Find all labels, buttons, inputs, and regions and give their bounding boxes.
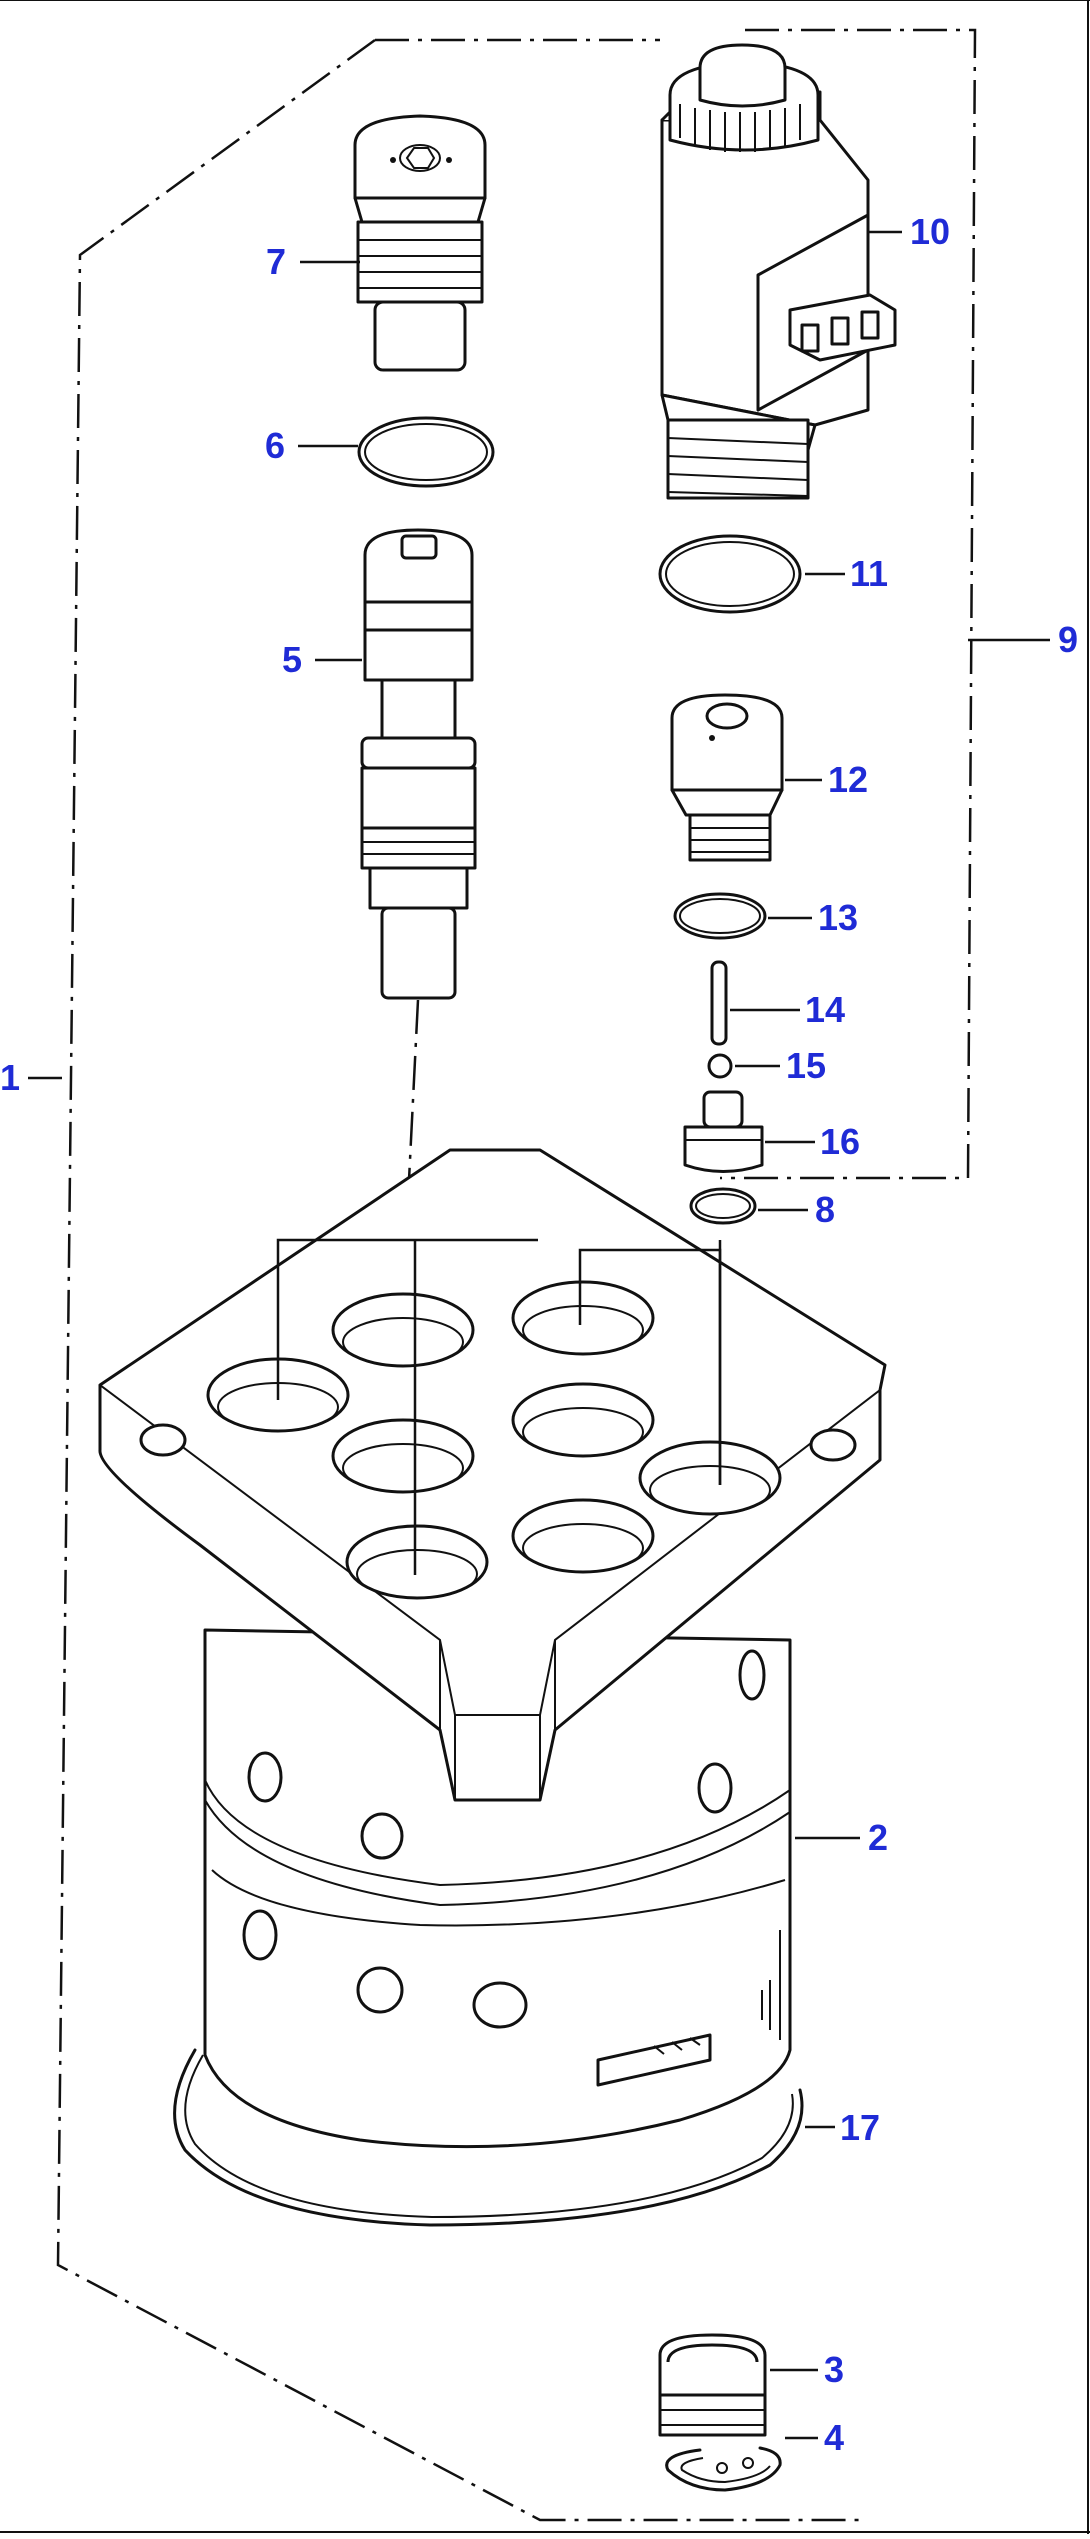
part-15-ball <box>707 1053 733 1079</box>
callout-13: 13 <box>818 897 858 938</box>
callout-7: 7 <box>266 241 286 282</box>
part-11-o-ring <box>658 534 802 614</box>
callout-5: 5 <box>282 639 302 680</box>
part-17-o-ring <box>173 2048 804 2227</box>
part-10-solenoid <box>660 43 897 500</box>
callout-12: 12 <box>828 759 868 800</box>
callout-14: 14 <box>805 989 845 1030</box>
part-12-plug <box>670 693 784 862</box>
callout-17: 17 <box>840 2107 880 2148</box>
callout-labels: 1 2 3 4 5 6 7 8 9 10 11 12 13 14 15 16 1… <box>0 211 1078 2458</box>
callout-15: 15 <box>786 1045 826 1086</box>
callout-9: 9 <box>1058 619 1078 660</box>
part-14-pin <box>710 960 728 1046</box>
part-6-o-ring <box>357 416 495 488</box>
callout-2: 2 <box>868 1817 888 1858</box>
callout-8: 8 <box>815 1189 835 1230</box>
part-2-body <box>203 1628 792 2149</box>
bore-indicator-lines <box>276 1238 722 1575</box>
part-13-o-ring <box>673 892 767 940</box>
assembly-9-boundary <box>720 28 977 1180</box>
callout-4: 4 <box>824 2417 844 2458</box>
assembly-1-boundary <box>56 38 860 2522</box>
part-16-seat <box>683 1090 764 1173</box>
callout-3: 3 <box>824 2349 844 2390</box>
part-3-plug <box>658 2333 767 2437</box>
part-7-plug <box>353 114 487 372</box>
callout-16: 16 <box>820 1121 860 1162</box>
callout-1: 1 <box>0 1057 20 1098</box>
part-4-snap-ring <box>665 2446 782 2492</box>
leader-lines <box>28 230 1050 2440</box>
callout-10: 10 <box>910 211 950 252</box>
part-8-o-ring <box>689 1187 757 1225</box>
part-5-spool <box>360 528 477 1000</box>
callout-11: 11 <box>850 553 888 594</box>
callout-6: 6 <box>265 425 285 466</box>
